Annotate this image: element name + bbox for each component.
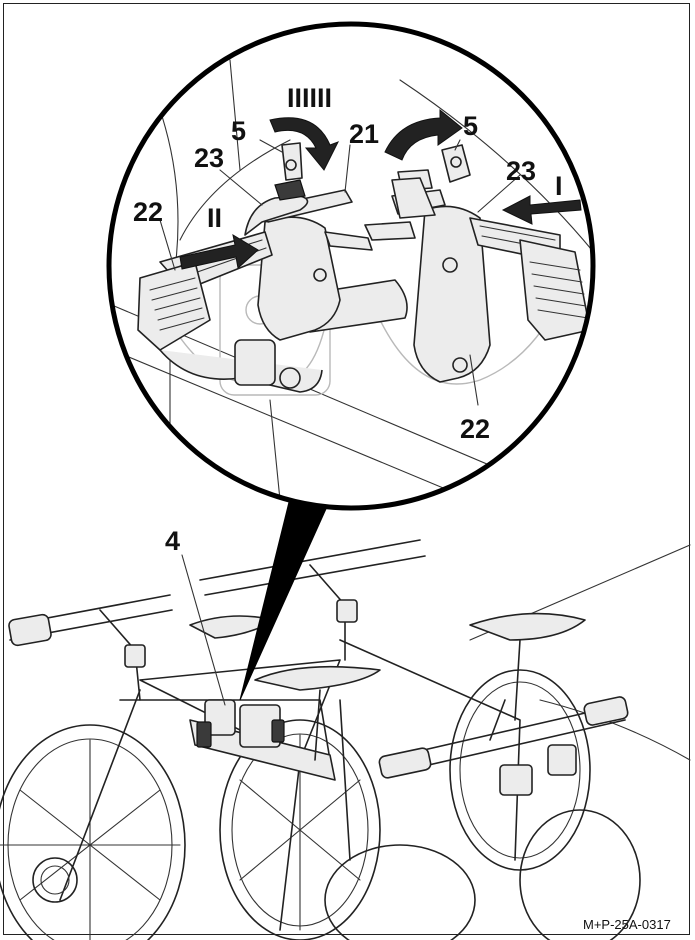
bike-wheel-front-left bbox=[0, 724, 186, 940]
bikes-scene bbox=[0, 539, 691, 940]
figure-reference-code: M+P-25A-0317 bbox=[583, 917, 671, 932]
callout-lever: 21 bbox=[349, 119, 379, 149]
bike-wheel-right bbox=[324, 669, 641, 940]
callout-strap-clip-right: 22 bbox=[460, 414, 490, 444]
callout-key-right: 5 bbox=[463, 111, 478, 141]
detail-circle-bg bbox=[109, 24, 593, 508]
callout-step-ii: II bbox=[207, 203, 222, 233]
arrow-step-ii bbox=[179, 233, 259, 270]
clamp-right bbox=[364, 144, 591, 383]
callout-step-i: I bbox=[555, 171, 563, 201]
callout-ratchet-left: 23 bbox=[194, 143, 224, 173]
detail-view bbox=[109, 59, 593, 508]
detail-circle-border bbox=[106, 21, 596, 511]
callout-step-iiiiii: IIIIII bbox=[287, 83, 332, 113]
arrow-rotate-left bbox=[269, 117, 340, 171]
holder-right-bike bbox=[499, 744, 577, 796]
callout-key-left: 5 bbox=[231, 116, 246, 146]
arrow-step-i bbox=[501, 195, 582, 225]
callout-strap-clip-left: 22 bbox=[133, 197, 163, 227]
holder-4 bbox=[196, 699, 285, 748]
arrow-rotate-right bbox=[384, 108, 463, 161]
figure-frame bbox=[3, 3, 690, 935]
callout-ratchet-right: 23 bbox=[506, 156, 536, 186]
bike-wheel-middle bbox=[219, 719, 381, 940]
callout-holder: 4 bbox=[165, 526, 180, 556]
